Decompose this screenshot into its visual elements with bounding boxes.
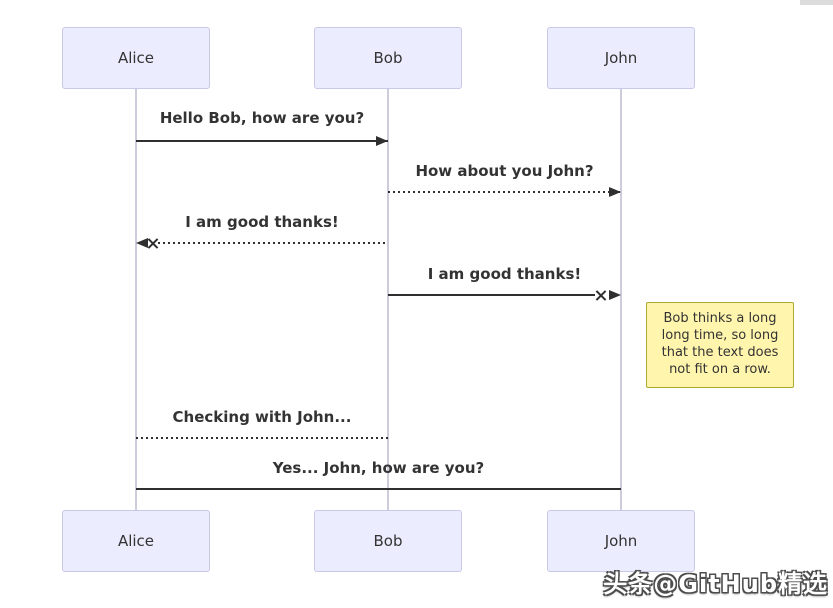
message-label-1: Hello Bob, how are you? xyxy=(159,109,365,127)
arrowhead-icon xyxy=(609,187,621,197)
watermark-text: 头条@GitHub精选 xyxy=(603,570,828,598)
lifeline-alice xyxy=(135,89,137,510)
message-label-5: Checking with John... xyxy=(172,408,352,426)
message-line-2 xyxy=(388,191,621,193)
actor-label-bob: Bob xyxy=(373,49,403,67)
actor-label-alice: Alice xyxy=(117,49,155,67)
message-line-6 xyxy=(136,488,621,490)
message-label-2: How about you John? xyxy=(415,162,594,180)
actor-label-john: John xyxy=(604,49,638,67)
cross-icon xyxy=(148,238,159,249)
message-label-4: I am good thanks! xyxy=(427,265,582,283)
message-label-6: Yes... John, how are you? xyxy=(272,459,485,477)
actor-box-bob-top: Bob xyxy=(314,27,462,89)
actor-box-john-top: John xyxy=(547,27,695,89)
message-line-5 xyxy=(136,437,388,439)
lifeline-john xyxy=(620,89,622,510)
actor-label-bob: Bob xyxy=(373,532,403,550)
actor-box-john-bottom: John xyxy=(547,510,695,572)
actor-box-bob-bottom: Bob xyxy=(314,510,462,572)
lifeline-bob xyxy=(387,89,389,510)
message-label-3: I am good thanks! xyxy=(185,213,339,231)
arrowhead-icon xyxy=(376,136,388,146)
message-line-1 xyxy=(136,140,388,142)
actor-label-alice: Alice xyxy=(117,532,155,550)
message-line-3 xyxy=(158,242,388,244)
message-line-4 xyxy=(388,294,595,296)
arrowhead-icon xyxy=(609,290,621,300)
actor-label-john: John xyxy=(604,532,638,550)
actor-box-alice-top: Alice xyxy=(62,27,210,89)
note-box: Bob thinks a long long time, so long tha… xyxy=(646,302,794,388)
cross-icon xyxy=(596,290,607,301)
arrowhead-icon xyxy=(136,238,148,248)
scrollbar-remnant xyxy=(800,0,833,5)
actor-box-alice-bottom: Alice xyxy=(62,510,210,572)
